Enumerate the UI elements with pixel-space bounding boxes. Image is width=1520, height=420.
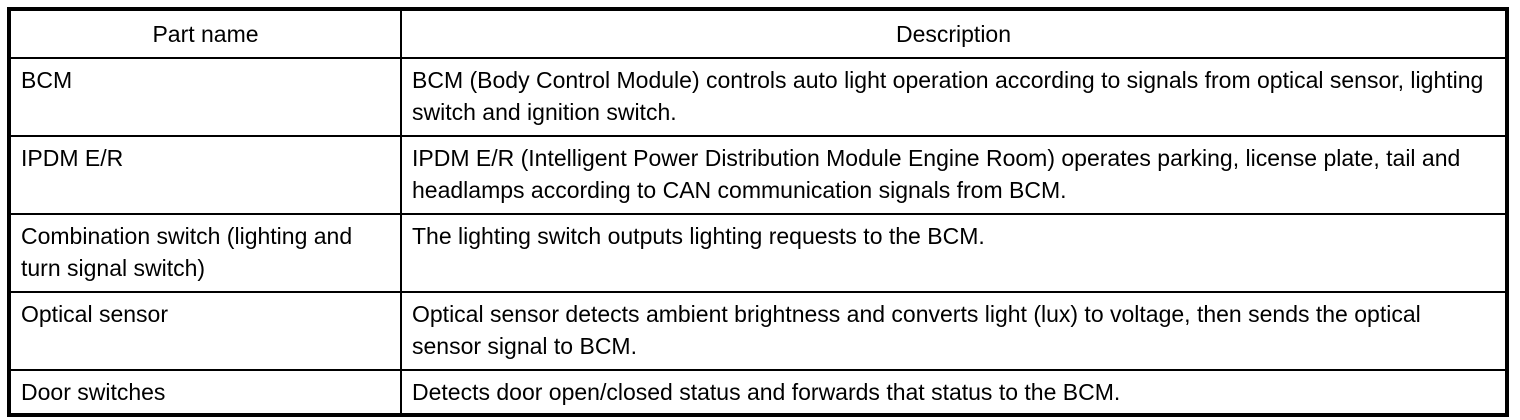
parts-description-table: Part name Description BCM BCM (Body Cont… [7, 7, 1509, 417]
part-name-cell: BCM [8, 57, 402, 137]
part-name-cell: IPDM E/R [8, 135, 402, 215]
part-name-cell: Combination switch (lighting and turn si… [8, 213, 402, 293]
table-row: Optical sensor Optical sensor detects am… [8, 291, 1508, 371]
table-row: IPDM E/R IPDM E/R (Intelligent Power Dis… [8, 135, 1508, 215]
table-row: Combination switch (lighting and turn si… [8, 213, 1508, 293]
description-cell: BCM (Body Control Module) controls auto … [400, 57, 1508, 137]
description-cell: Detects door open/closed status and forw… [400, 369, 1508, 416]
description-cell: Optical sensor detects ambient brightnes… [400, 291, 1508, 371]
table-header-row: Part name Description [8, 8, 1508, 59]
table-row: Door switches Detects door open/closed s… [8, 369, 1508, 416]
part-name-cell: Door switches [8, 369, 402, 416]
table-row: BCM BCM (Body Control Module) controls a… [8, 57, 1508, 137]
description-cell: The lighting switch outputs lighting req… [400, 213, 1508, 293]
part-name-cell: Optical sensor [8, 291, 402, 371]
description-cell: IPDM E/R (Intelligent Power Distribution… [400, 135, 1508, 215]
column-header-description: Description [400, 8, 1508, 59]
column-header-part-name: Part name [8, 8, 402, 59]
